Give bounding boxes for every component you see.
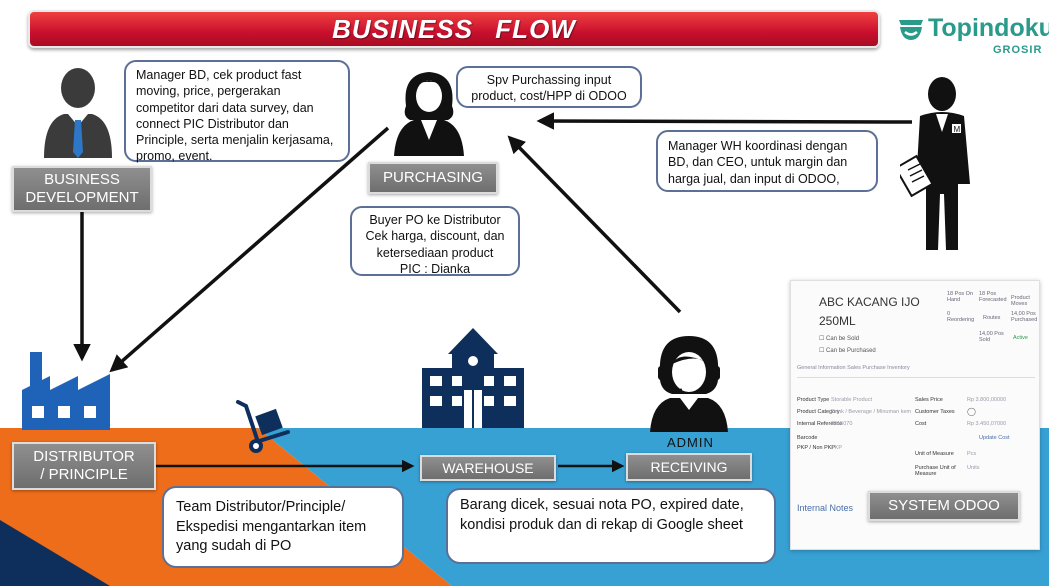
brand-sub: GROSIR: [993, 44, 1043, 56]
odoo-field-label: PKP / Non PKP: [797, 445, 836, 451]
odoo-field-value: Rp 3.800,00000: [967, 397, 1007, 403]
purchasing-label: PURCHASING: [368, 162, 498, 194]
odoo-field-value: Rp 3.450,07000: [967, 421, 1007, 427]
admin-label: ADMIN: [667, 435, 714, 450]
odoo-internal-notes: Internal Notes: [797, 503, 854, 513]
odoo-field-value: 2215070: [831, 421, 853, 427]
purchasing-woman-icon: [394, 72, 464, 156]
basket-logo-icon: [899, 20, 923, 40]
manager-wh-note: Manager WH koordinasi dengan BD, dan CEO…: [656, 130, 878, 192]
odoo-btn-forecasted: 18 Pos Forecasted: [979, 291, 1007, 303]
odoo-btn-purchased: 14,00 Pos Purchased: [1011, 311, 1038, 323]
receiving-check-note: Barang dicek, sesuai nota PO, expired da…: [446, 488, 776, 564]
odoo-field-label: Sales Price: [915, 397, 943, 403]
page-title: BUSINESS FLOW: [332, 13, 576, 44]
businessman-icon: [44, 68, 112, 158]
odoo-taxes-icon: ◯: [967, 407, 976, 416]
arrow-purchasing-to-distributor: [109, 126, 390, 373]
odoo-product-name: ABC KACANG IJO 250ML: [819, 295, 920, 328]
system-odoo-label: SYSTEM ODOO: [868, 491, 1020, 521]
odoo-can-be-sold-label: Can be Sold: [826, 336, 860, 342]
bd-note: Manager BD, cek product fast moving, pri…: [124, 60, 350, 163]
navy-wedge: [0, 520, 110, 586]
hand-truck-icon: [236, 400, 290, 453]
distributor-delivery-note: Team Distributor/Principle/ Ekspedisi me…: [162, 486, 404, 568]
warehouse-label: WAREHOUSE: [420, 455, 556, 481]
odoo-field-label: Cost: [915, 421, 927, 427]
title-banner: BUSINESS FLOW: [28, 10, 880, 48]
brand-logo: Topindoku GROSIR: [896, 12, 1049, 62]
admin-headset-icon: [650, 336, 728, 432]
odoo-field-value: Drink / Beverage / Minuman kemasan botol: [831, 409, 911, 415]
odoo-btn-sold: 14,00 Pos Sold: [979, 331, 1004, 343]
odoo-field-value: Pcs: [967, 451, 977, 457]
factory-icon: [22, 352, 110, 430]
arrow-manager-wh-to-purchasing: [536, 112, 913, 130]
odoo-field-label: Product Type: [797, 397, 830, 403]
odoo-field-label: Purchase Unit of Measure: [915, 465, 956, 477]
business-development-label: BUSINESS DEVELOPMENT: [12, 166, 152, 212]
svg-text:M: M: [954, 125, 961, 134]
odoo-btn-on-hand: 18 Pos On Hand: [947, 291, 973, 303]
odoo-can-be-purchased: ☐ Can be Purchased: [819, 348, 876, 354]
odoo-field-label: Internal Reference: [797, 421, 843, 427]
receiving-label: RECEIVING: [626, 453, 752, 481]
odoo-field-label: Customer Taxes: [915, 409, 955, 415]
odoo-field-value: Storable Product: [831, 397, 872, 403]
odoo-field-label: Unit of Measure: [915, 451, 954, 457]
odoo-tab-divider: [797, 377, 1035, 378]
odoo-btn-routes: Routes: [983, 315, 1001, 321]
distributor-principle-label: DISTRIBUTOR / PRINCIPLE: [12, 442, 156, 490]
odoo-field-value: PKP: [831, 445, 843, 451]
odoo-tabs: General Information Sales Purchase Inven…: [797, 365, 910, 371]
buyer-po-note: Buyer PO ke Distributor Cek harga, disco…: [350, 206, 520, 276]
odoo-update-cost: Update Cost: [979, 435, 1010, 441]
odoo-can-be-sold: ☐ Can be Sold: [819, 336, 860, 342]
odoo-field-value: Units: [967, 465, 980, 471]
odoo-btn-product-moves: Product Moves: [1011, 295, 1030, 307]
manager-wh-icon: M: [900, 77, 970, 250]
warehouse-building-icon: [422, 328, 524, 428]
odoo-can-be-purchased-label: Can be Purchased: [826, 348, 876, 354]
odoo-btn-active: Active: [1013, 335, 1028, 341]
odoo-field-label: Barcode: [797, 435, 818, 441]
odoo-field-label: Product Category: [797, 409, 840, 415]
arrow-admin-to-purchasing: [507, 135, 682, 314]
brand-name: Topindoku: [928, 14, 1049, 42]
odoo-btn-reordering: 0 Reordering: [947, 311, 975, 323]
spv-purchasing-note: Spv Purchassing input product, cost/HPP …: [456, 66, 642, 108]
